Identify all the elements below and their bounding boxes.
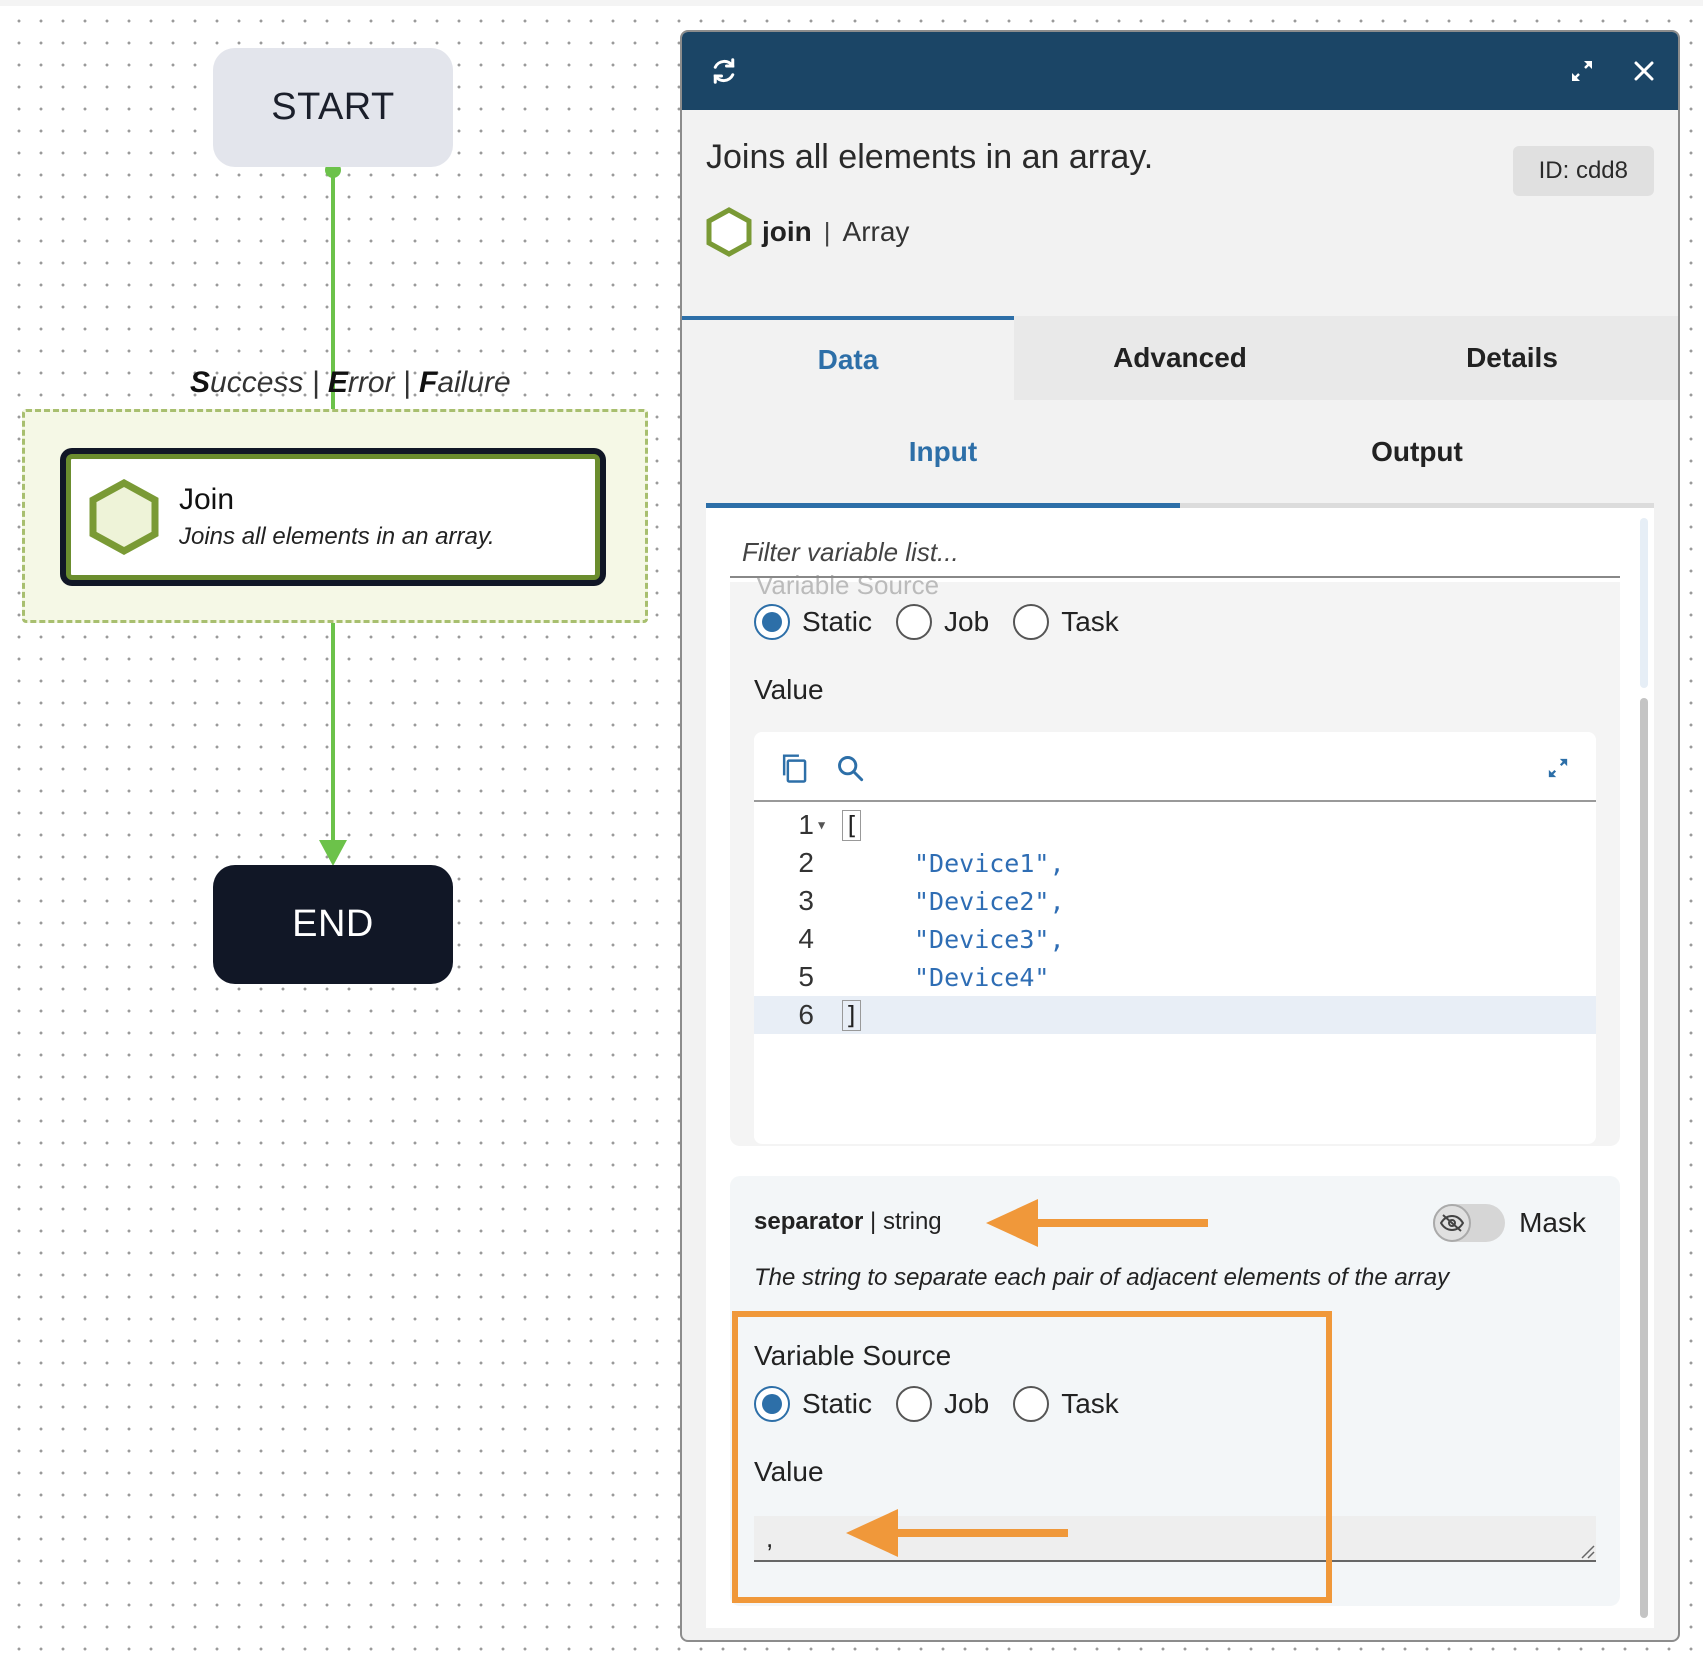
filter-input[interactable] xyxy=(730,528,1620,578)
radio-task[interactable]: Task xyxy=(1013,604,1119,640)
value-label: Value xyxy=(754,674,824,705)
task-details-panel: Joins all elements in an array. ID: cdd8… xyxy=(680,30,1680,1642)
hexagon-icon xyxy=(89,479,159,555)
copy-icon[interactable] xyxy=(774,748,814,788)
fullscreen-icon[interactable] xyxy=(1538,748,1578,788)
task-summary: Joins all elements in an array. ID: cdd8… xyxy=(682,110,1678,316)
start-node[interactable]: START xyxy=(213,48,453,167)
method-category: Array xyxy=(842,216,910,247)
method-separator: | xyxy=(823,216,831,247)
main-tabs: Data Advanced Details xyxy=(682,316,1678,400)
scrollbar[interactable] xyxy=(1640,698,1648,1618)
tab-input[interactable]: Input xyxy=(706,400,1180,508)
end-node[interactable]: END xyxy=(213,865,453,984)
code-line: 4 "Device3", xyxy=(798,923,1065,954)
task-title: Join xyxy=(179,483,235,516)
expand-icon[interactable] xyxy=(1562,51,1602,91)
task-node-join[interactable]: Join Joins all elements in an array. xyxy=(60,448,606,586)
input-variables[interactable]: Variable Source Static Job Task Value xyxy=(706,508,1654,1628)
summary-title: Joins all elements in an array. xyxy=(706,138,1154,176)
search-icon[interactable] xyxy=(830,748,870,788)
code-line: 6 ] xyxy=(754,996,1596,1034)
mask-toggle[interactable] xyxy=(1433,1204,1506,1242)
mask-control: Mask xyxy=(1433,1204,1586,1242)
end-label: END xyxy=(292,903,374,945)
sub-tabs: Input Output xyxy=(706,400,1654,508)
tab-output[interactable]: Output xyxy=(1371,435,1463,467)
resize-handle-icon[interactable] xyxy=(1580,1544,1596,1560)
mask-label: Mask xyxy=(1519,1207,1586,1238)
top-strip xyxy=(0,0,1703,6)
variable-card-separator: separator | string Mask The string to se… xyxy=(730,1176,1620,1606)
radio-static[interactable]: Static xyxy=(754,604,872,640)
hexagon-icon xyxy=(706,207,752,257)
code-line: 3 "Device2", xyxy=(798,885,1065,916)
tab-details[interactable]: Details xyxy=(1346,316,1678,400)
close-icon[interactable] xyxy=(1624,51,1664,91)
radio-job[interactable]: Job xyxy=(896,1386,989,1422)
scrollbar-track xyxy=(1640,518,1648,688)
method-row: join | Array xyxy=(706,207,1654,257)
radio-job[interactable]: Job xyxy=(896,604,989,640)
radio-task[interactable]: Task xyxy=(1013,1386,1119,1422)
editor-toolbar xyxy=(754,732,1596,802)
task-description: Joins all elements in an array. xyxy=(179,523,495,550)
tab-data[interactable]: Data xyxy=(682,316,1014,400)
panel-header xyxy=(682,32,1678,110)
separator-value-input[interactable] xyxy=(754,1516,1596,1562)
value-label: Value xyxy=(754,1456,824,1487)
variable-card-array: Variable Source Static Job Task Value xyxy=(730,570,1620,1146)
param-header: separator | string xyxy=(754,1208,942,1235)
method-name: join xyxy=(762,216,812,247)
edge-label: Success | Error | Failure xyxy=(190,366,511,399)
json-editor[interactable]: 1 ▼ [ 2 "Device1", 3 "Device2", 4 "Dev xyxy=(754,732,1596,1144)
tab-advanced[interactable]: Advanced xyxy=(1014,316,1346,400)
variable-source-label: Variable Source xyxy=(754,1340,952,1371)
radio-static[interactable]: Static xyxy=(754,1386,872,1422)
id-badge: ID: cdd8 xyxy=(1512,146,1654,196)
start-label: START xyxy=(271,86,395,128)
param-description: The string to separate each pair of adja… xyxy=(754,1264,1450,1291)
code-line: 5 "Device4" xyxy=(798,961,1050,992)
variable-source-radio-group: Static Job Task xyxy=(754,604,1119,640)
variable-source-radio-group: Static Job Task xyxy=(754,1386,1119,1422)
code-line: 1 ▼ [ xyxy=(798,809,862,841)
flow-edges xyxy=(319,162,347,866)
code-line: 2 "Device1", xyxy=(798,847,1065,878)
refresh-icon[interactable] xyxy=(704,51,744,91)
eye-off-icon xyxy=(1433,1204,1472,1242)
fold-arrow-icon: ▼ xyxy=(818,818,826,832)
